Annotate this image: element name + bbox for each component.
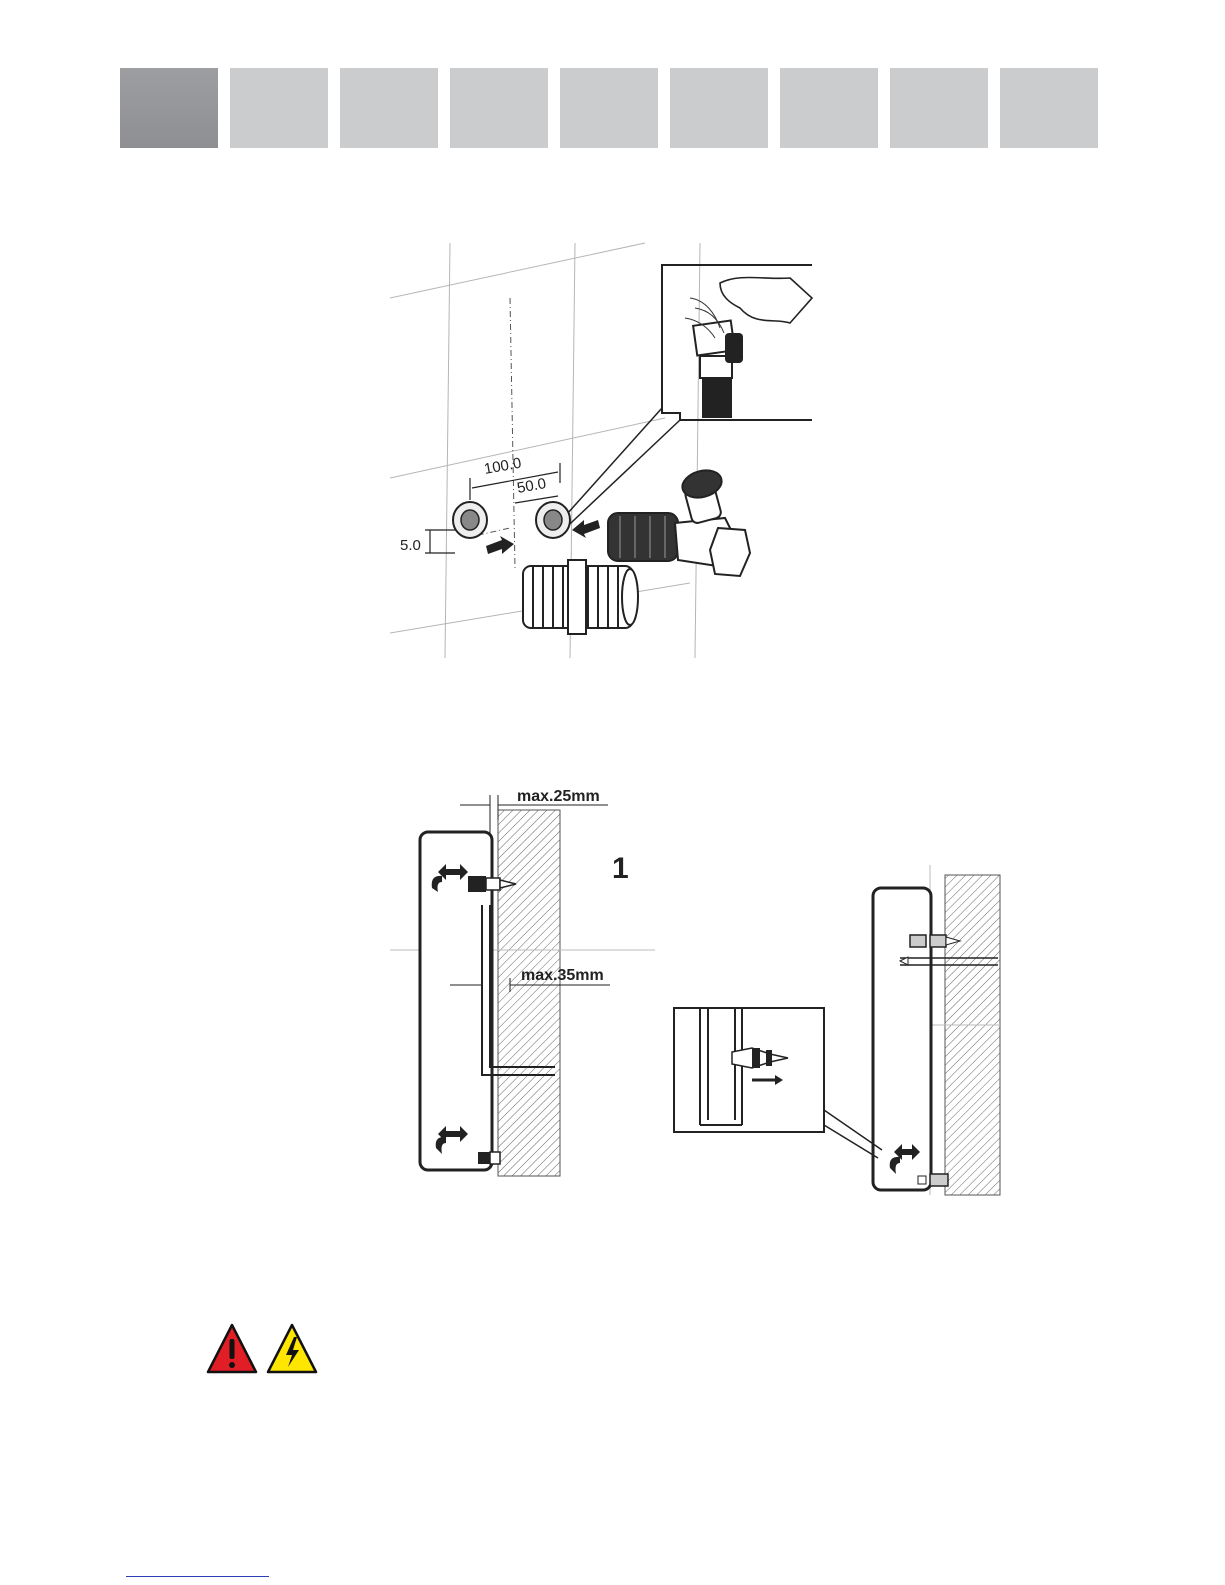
section-tab-strip	[120, 68, 1105, 148]
section-tab	[890, 68, 988, 148]
max-gap-label: max.25mm	[517, 788, 600, 805]
dimension-offset-label: 50.0	[516, 475, 548, 497]
threaded-adapter	[523, 560, 638, 634]
wall-socket-left	[453, 502, 487, 538]
wall-section-left	[498, 810, 560, 1176]
section-tab	[780, 68, 878, 148]
section-tab	[560, 68, 658, 148]
wall-socket-right	[536, 502, 570, 538]
inset-bracket-detail	[674, 1008, 882, 1158]
angle-valve	[608, 466, 750, 576]
section-tab	[670, 68, 768, 148]
section-tab	[450, 68, 548, 148]
inset-sealing-detail	[550, 265, 812, 538]
dimension-distance-label: 100.0	[483, 455, 523, 478]
warning-icons	[206, 1322, 321, 1376]
bracket-mounting-figure: max.25mm max.35mm 1	[390, 780, 1020, 1200]
section-tab-active	[120, 68, 218, 148]
section-tab	[340, 68, 438, 148]
dimension-height-label: 5.0	[400, 537, 421, 554]
valve-installation-figure: 100.0 50.0 5.0	[390, 238, 820, 663]
section-tab	[230, 68, 328, 148]
wall-section-right	[945, 875, 1000, 1195]
warning-triangle-icon	[208, 1325, 256, 1372]
max-pipe-label: max.35mm	[521, 967, 604, 984]
step-number: 1	[612, 852, 629, 885]
electric-hazard-icon	[268, 1325, 316, 1372]
section-tab	[1000, 68, 1098, 148]
footer-link-underline	[126, 1576, 269, 1577]
